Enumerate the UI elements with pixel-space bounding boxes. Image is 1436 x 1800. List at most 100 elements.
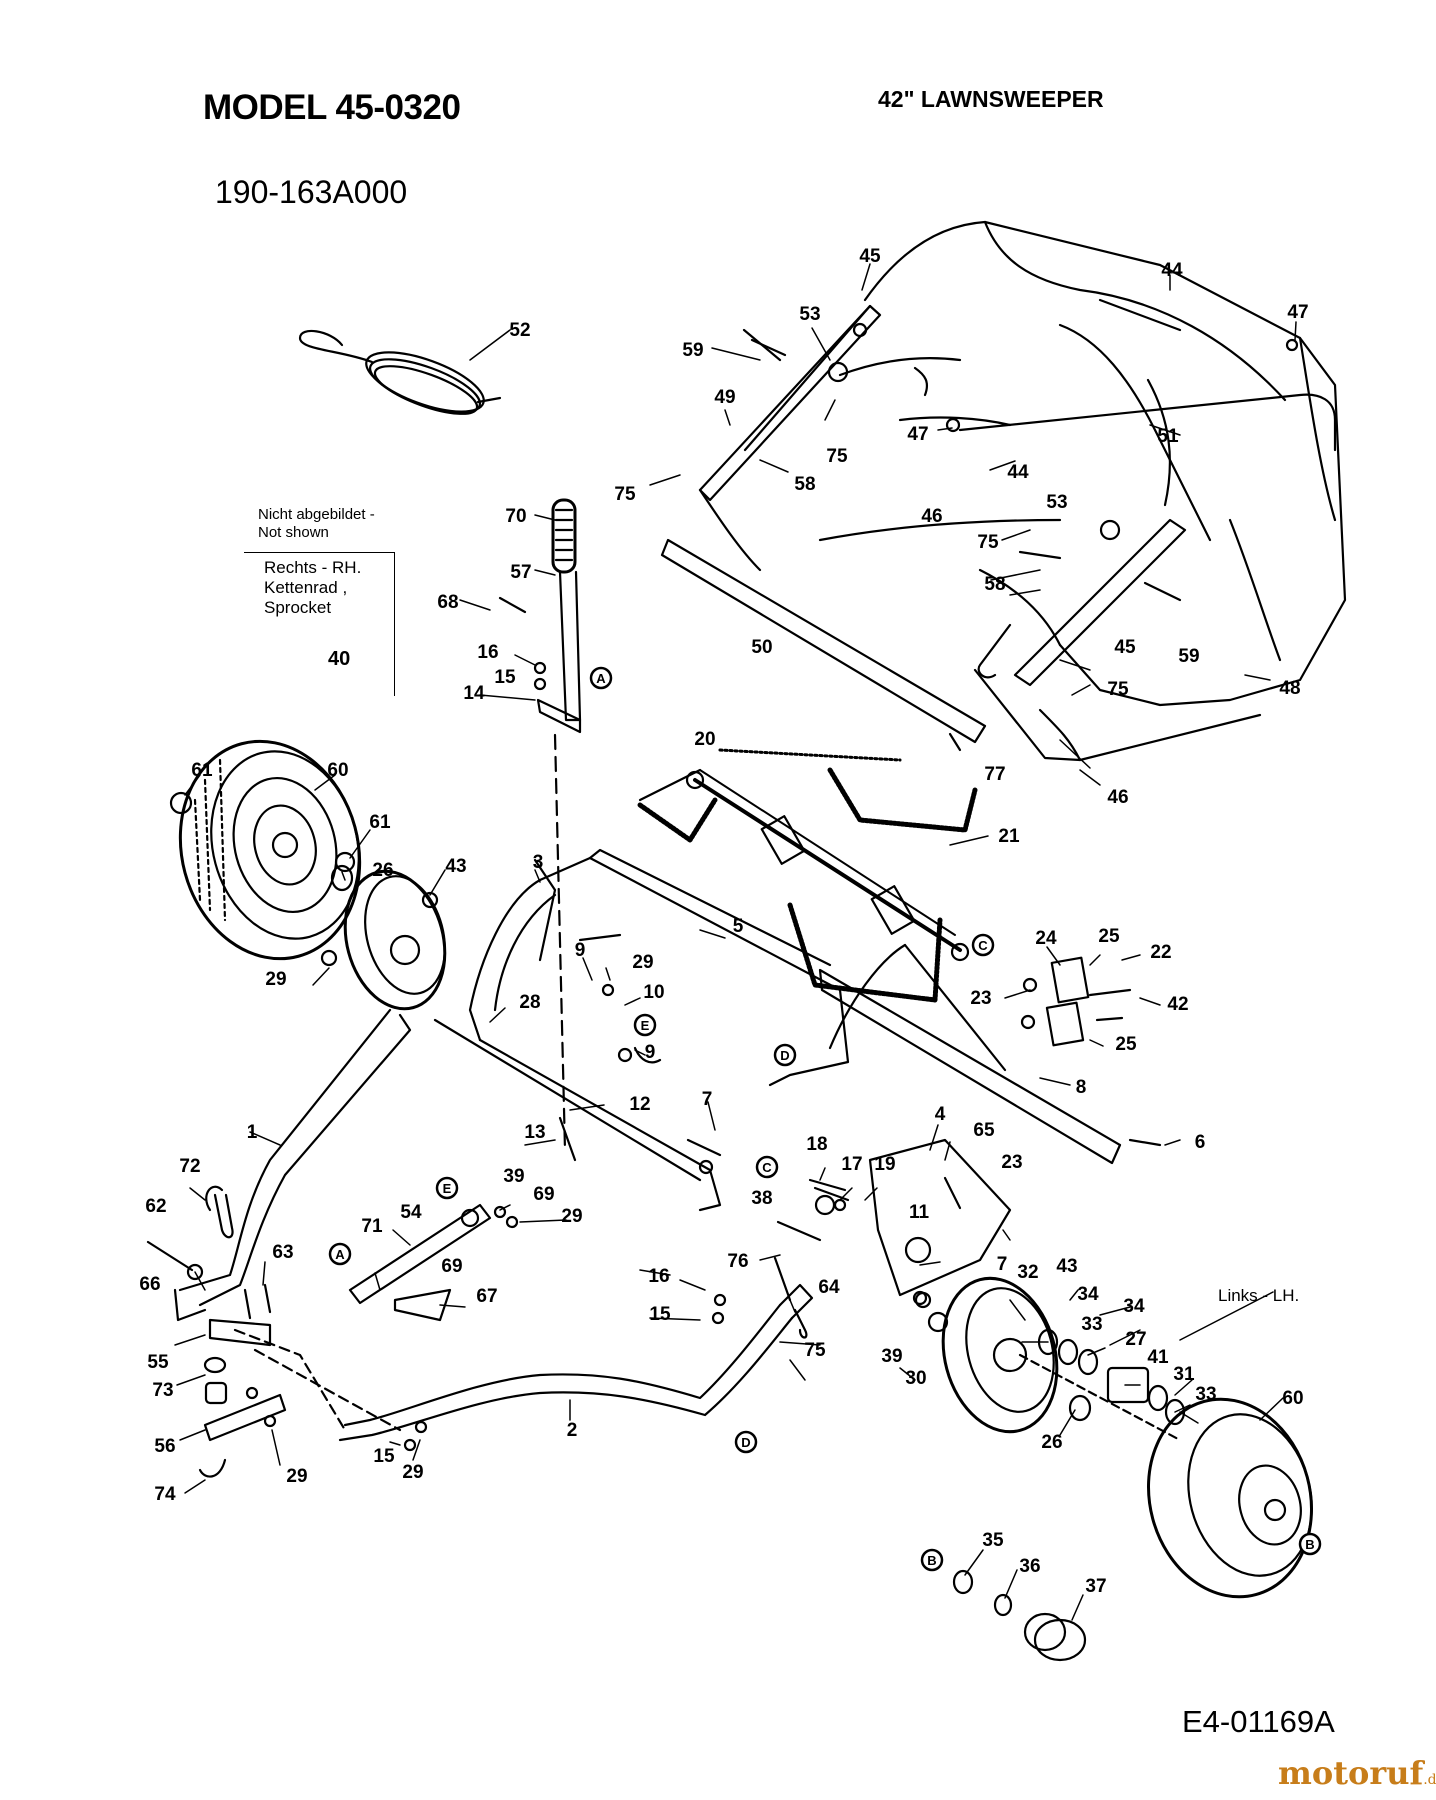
part-callout-44: 44 [1161,260,1183,281]
part-callout-68: 68 [437,592,458,613]
part-callout-60: 60 [1282,1388,1303,1409]
reference-circle [328,1242,352,1266]
reference-marker-d: D [734,1430,758,1454]
part-callout-75: 75 [977,532,999,553]
part-callout-30: 30 [905,1368,926,1389]
reference-letter: B [927,1553,936,1568]
document-id: E4-01169A [1182,1704,1335,1739]
axle-shaft [348,1203,492,1322]
part-callout-60: 60 [327,760,348,781]
reference-letter: E [443,1181,452,1196]
model-title: MODEL 45-0320 [203,88,461,127]
reference-letter: B [1305,1537,1314,1552]
part-callout-59: 59 [1178,646,1199,667]
part-callout-67: 67 [476,1286,497,1307]
part-callout-17: 17 [841,1154,862,1175]
part-callout-55: 55 [147,1352,169,1373]
reference-letter: D [741,1435,750,1450]
cable-coil [298,329,502,415]
part-callout-27: 27 [1125,1329,1146,1350]
part-callout-18: 18 [806,1134,827,1155]
part-callout-61: 61 [369,812,391,833]
right-gear-stack [1018,1328,1186,1442]
part-callout-76: 76 [727,1251,748,1272]
part-callout-73: 73 [152,1380,173,1401]
part-callout-23: 23 [1001,1152,1022,1173]
reference-circle [773,1043,797,1067]
note-divider-vertical [394,552,395,696]
part-callout-44: 44 [1007,462,1029,483]
part-callout-48: 48 [1279,678,1300,699]
right-wheel [1147,1397,1313,1599]
part-callout-29: 29 [265,969,286,990]
part-callout-6: 6 [1195,1132,1206,1153]
part-callout-58: 58 [984,574,1005,595]
part-callout-33: 33 [1195,1384,1216,1405]
watermark-logo: motoruf.de [1278,1754,1436,1792]
part-callout-7: 7 [702,1089,713,1110]
hub-cap-parts [952,1569,1087,1662]
part-callout-28: 28 [519,992,540,1013]
part-callout-59: 59 [682,340,703,361]
part-callout-7: 7 [997,1254,1008,1275]
part-callout-39: 39 [881,1346,902,1367]
tow-bar [173,1008,814,1442]
not-shown-label: Nicht abgebildet - Not shown [258,506,375,541]
part-callout-69: 69 [441,1256,462,1277]
reference-circle [920,1548,944,1572]
part-callout-58: 58 [794,474,815,495]
hopper-rail [660,538,987,744]
sweeper-housing [433,848,1122,1212]
part-callout-53: 53 [1046,492,1067,513]
part-callout-32: 32 [1017,1262,1038,1283]
left-drum [320,864,447,1011]
part-callout-43: 43 [1056,1256,1077,1277]
reference-letter: C [762,1160,772,1175]
part-callout-56: 56 [154,1436,175,1457]
bracket-assembly [1020,956,1090,1047]
part-callout-54: 54 [400,1202,422,1223]
reference-letter: E [641,1018,650,1033]
part-callout-8: 8 [1076,1077,1087,1098]
reference-letter: C [978,938,988,953]
watermark-tld: .de [1423,1772,1436,1788]
part-callout-71: 71 [361,1216,383,1237]
part-callout-64: 64 [818,1277,840,1298]
reference-letter: D [780,1048,789,1063]
reference-circle [1298,1532,1322,1556]
left-wheel [169,739,362,961]
part-callout-9: 9 [575,940,586,961]
sprocket-label: Rechts - RH. Kettenrad , Sprocket [264,558,362,617]
part-callout-25: 25 [1098,926,1120,947]
part-callout-24: 24 [1035,928,1057,949]
part-callout-12: 12 [629,1094,650,1115]
part-callout-20: 20 [694,729,715,750]
part-callout-4: 4 [935,1104,946,1125]
part-callout-29: 29 [632,952,653,973]
part-callout-62: 62 [145,1196,166,1217]
left-hand-label: Links - LH. [1218,1286,1300,1305]
watermark-main: motoruf [1278,1754,1424,1792]
hopper-frame [698,304,1337,762]
part-callout-34: 34 [1077,1284,1099,1305]
part-callout-26: 26 [372,860,393,881]
reference-marker-b: B [920,1548,944,1572]
part-callout-46: 46 [1107,787,1128,808]
part-callout-72: 72 [179,1156,200,1177]
reference-marker-e: E [435,1176,459,1200]
part-callout-36: 36 [1019,1556,1040,1577]
part-callout-15: 15 [649,1304,671,1325]
reference-marker-c: C [971,933,995,957]
part-callout-77: 77 [984,764,1005,785]
side-plate [868,1138,1012,1297]
part-callout-34: 34 [1123,1296,1145,1317]
part-callout-74: 74 [154,1484,176,1505]
part-callout-61: 61 [191,760,213,781]
part-callout-75: 75 [614,484,636,505]
part-callout-46: 46 [921,506,942,527]
part-callout-65: 65 [973,1120,995,1141]
part-callout-16: 16 [477,642,498,663]
reference-circle [755,1155,779,1179]
